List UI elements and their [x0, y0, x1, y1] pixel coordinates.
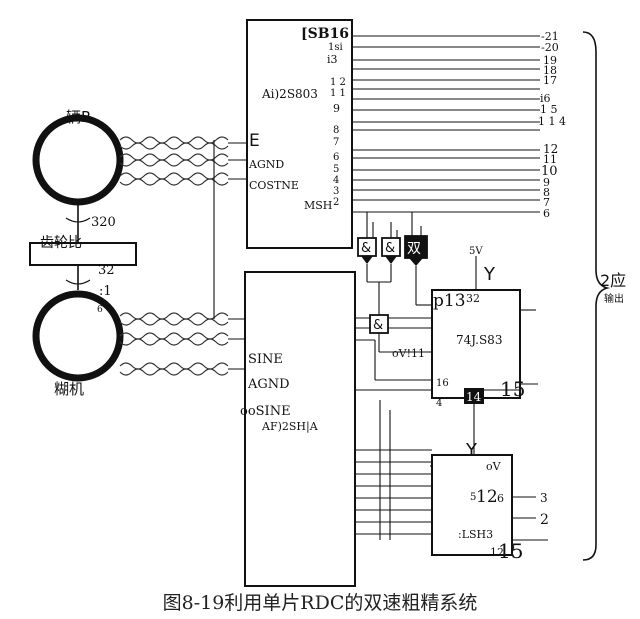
- rdc-top-pin-11: 1 1: [330, 88, 346, 99]
- bottom-resolver: [32, 290, 124, 382]
- rdc-bottom-agnd: AGND: [247, 377, 290, 392]
- out-11: 11: [543, 153, 557, 166]
- rdc-top-pin-header: [SB16: [301, 26, 349, 42]
- out-16: i6: [540, 92, 551, 105]
- pin-4: 4: [436, 398, 442, 409]
- out-3: 3: [540, 491, 548, 505]
- bottom-output-bus: [355, 317, 432, 540]
- gear-ratio-label: 齿轮比: [40, 235, 82, 251]
- out-14: 1 1 4: [538, 115, 566, 128]
- pin-6: 6: [497, 492, 504, 505]
- gate-and-3: &: [369, 314, 389, 334]
- out-18: 18: [543, 64, 557, 77]
- bracket-label: 2应: [600, 271, 626, 290]
- rdc-top-msh: MSH: [304, 199, 332, 212]
- gear-1: :1: [99, 284, 112, 299]
- out-10: 10: [541, 164, 558, 179]
- pin-32: 32: [466, 292, 480, 305]
- svg-text:&: &: [373, 318, 383, 333]
- bottom-resolver-label: 糊机: [54, 380, 84, 398]
- adder-1-chip: [431, 289, 521, 399]
- bracket-sublabel: 输出: [604, 292, 624, 305]
- rdc-top-chip: [246, 19, 353, 249]
- svg-text:&: &: [385, 241, 395, 256]
- gear-320: 320: [91, 215, 116, 230]
- rdc-top-pin-9: 9: [333, 102, 340, 115]
- gate-xor: 双: [404, 235, 428, 266]
- top-twisted-pairs: [119, 136, 247, 186]
- top-output-bus: [352, 35, 540, 213]
- out-21: -21: [541, 30, 559, 43]
- pin-ov: oV!11: [392, 347, 425, 360]
- rdc-top-pin-e: E: [249, 131, 260, 151]
- gear-ratio-box: [29, 242, 137, 266]
- pin-y-1: Y: [483, 264, 496, 285]
- rdc-top-pin-4: 4: [333, 175, 339, 186]
- pin-15: 15: [500, 377, 525, 401]
- out-17: 17: [543, 74, 557, 87]
- rdc-top-pin-i3: i3: [327, 53, 338, 66]
- out-20: -20: [541, 41, 559, 54]
- rdc-bottom-cosine: ooSINE: [240, 404, 291, 419]
- out-6: 6: [543, 207, 550, 220]
- pin-12b: 12: [490, 546, 504, 559]
- pin-y-2: Y: [465, 440, 478, 461]
- supply-5v: 5V: [469, 246, 483, 257]
- top-resolver-label: 辆R: [66, 108, 91, 126]
- out-8: 8: [543, 186, 550, 199]
- rdc-top-pin-1si: 1si: [328, 42, 343, 53]
- pin-p13: p13: [433, 291, 466, 311]
- rdc-top-pin-2: 2: [333, 197, 339, 208]
- rdc-top-pin-12: 1 2: [330, 77, 346, 88]
- rdc-top-pin-3: 3: [333, 186, 339, 197]
- out-7: 7: [543, 196, 550, 209]
- gear-6: 6: [97, 305, 103, 315]
- adder-1-name: 74J.S83: [456, 333, 502, 347]
- gate-and-2: &: [381, 237, 401, 264]
- out-19: 19: [543, 54, 557, 67]
- rdc-top-agnd: AGND: [248, 158, 284, 171]
- gate-wiring: [366, 212, 432, 353]
- rdc-bottom-chip: [244, 271, 356, 587]
- output-bracket: [582, 31, 611, 561]
- pin-12: 12: [476, 487, 498, 507]
- svg-text:&: &: [361, 241, 371, 256]
- pin-15b: 15: [498, 539, 523, 563]
- rdc-bottom-sine: SINE: [248, 352, 283, 367]
- svg-text:双: 双: [407, 241, 421, 257]
- out-2: 2: [540, 512, 549, 528]
- pin-14: 14: [466, 390, 482, 404]
- adder-2-chip: [431, 454, 513, 556]
- top-resolver: [32, 114, 124, 206]
- out-15: 1 5: [540, 103, 558, 116]
- adder-2-name: :LSH3: [458, 528, 493, 541]
- rdc-top-pin-5: 5: [333, 164, 339, 175]
- rdc-top-chip-name: Ai)2S803: [261, 87, 318, 101]
- out-9: 9: [543, 176, 550, 189]
- pin-5: 5: [470, 492, 476, 503]
- out-12: 12: [543, 142, 558, 156]
- pin-ov-2: oV: [486, 460, 502, 473]
- top-shaft-arrow: [65, 217, 91, 223]
- rdc-top-pin-6: 6: [333, 152, 339, 163]
- gate-and-1: &: [357, 237, 377, 264]
- rdc-top-pin-8: 8: [333, 125, 339, 136]
- bottom-twisted-pairs: [119, 140, 245, 376]
- pin-14-marker: [464, 388, 484, 404]
- rdc-top-costne: COSTNE: [249, 179, 299, 192]
- rdc-bottom-chip-name: AF)2SH|A: [261, 420, 319, 434]
- gear-32: 32: [98, 263, 115, 278]
- figure-caption: 图8-19利用单片RDC的双速粗精系统: [162, 592, 478, 614]
- rdc-top-pin-7: 7: [333, 137, 339, 148]
- pin-16: 16: [436, 378, 449, 389]
- bottom-shaft-arrow: [65, 279, 91, 285]
